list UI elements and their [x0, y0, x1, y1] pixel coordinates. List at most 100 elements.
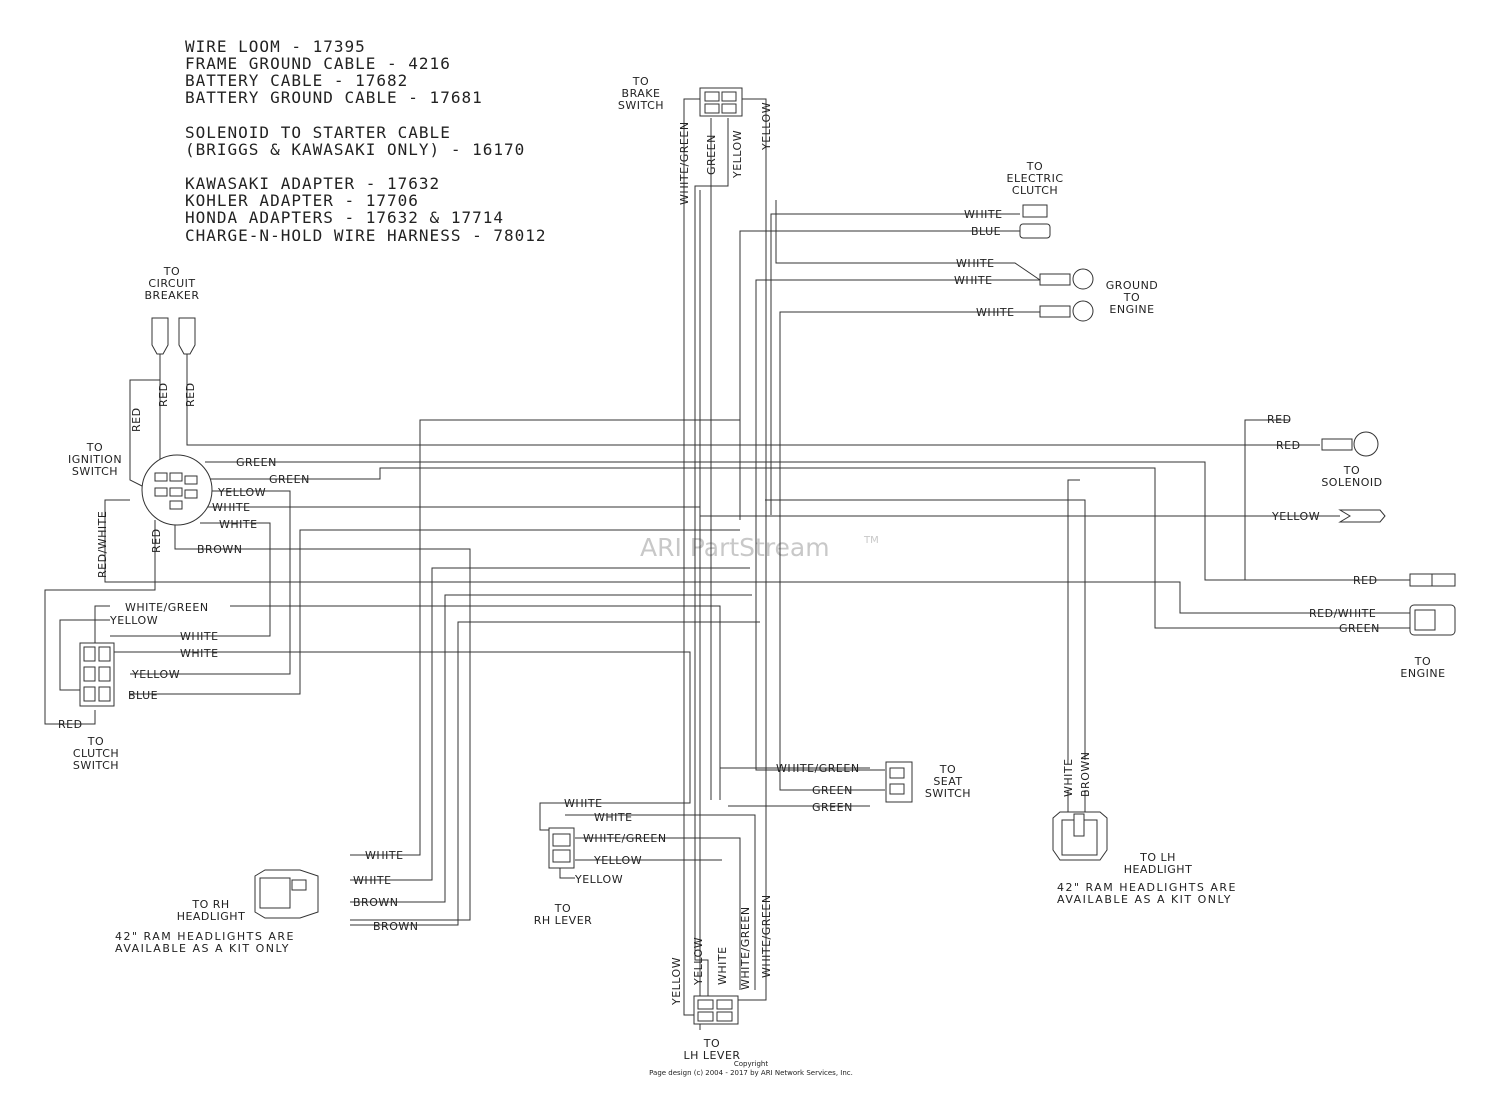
wire-label: YELLOW — [760, 102, 773, 151]
wire-label: GREEN — [705, 134, 718, 175]
part-charge-n-hold-harness: CHARGE-N-HOLD WIRE HARNESS - 78012 — [185, 226, 547, 245]
svg-text:SEAT: SEAT — [933, 775, 962, 788]
wire-label: WHITE — [976, 306, 1015, 319]
wire-label: RED — [1267, 413, 1292, 426]
caption-rh-headlight: TO RH HEADLIGHT — [177, 898, 245, 923]
part-battery-cable: BATTERY CABLE - 17682 — [185, 71, 408, 90]
copyright-line1: Copyright — [734, 1060, 768, 1068]
lh-headlight-note: 42" RAM HEADLIGHTS ARE AVAILABLE AS A KI… — [1057, 881, 1237, 906]
wire-label: YELLOW — [670, 957, 683, 1006]
svg-text:GROUND: GROUND — [1106, 279, 1159, 292]
circuit-breaker-terminals — [151, 317, 196, 355]
svg-text:CIRCUIT: CIRCUIT — [148, 277, 195, 290]
wire-label: WHITE/GREEN — [125, 601, 209, 614]
svg-text:CLUTCH: CLUTCH — [1012, 184, 1058, 197]
wire-label: RED — [157, 382, 170, 407]
svg-text:TO: TO — [703, 1037, 720, 1050]
seat-switch-connector — [885, 761, 913, 803]
caption-clutch-switch: TO CLUTCH SWITCH — [73, 735, 119, 772]
part-kawasaki-adapter: KAWASAKI ADAPTER - 17632 — [185, 174, 440, 193]
wire-label: WHITE — [594, 811, 633, 824]
wire-label: WHITE — [180, 647, 219, 660]
lh-headlight-connector — [1052, 811, 1108, 861]
wire-label: WHITE — [219, 518, 258, 531]
svg-text:SWITCH: SWITCH — [73, 759, 119, 772]
wire-label: WHITE/GREEN — [760, 894, 773, 978]
svg-text:RH LEVER: RH LEVER — [534, 914, 593, 927]
brake-switch-connector — [699, 87, 743, 117]
svg-text:IGNITION: IGNITION — [68, 453, 122, 466]
svg-text:TO: TO — [1414, 655, 1431, 668]
wire-label: RED — [1276, 439, 1301, 452]
wire-label: YELLOW — [593, 854, 642, 867]
caption-electric-clutch: TO ELECTRIC CLUTCH — [1007, 160, 1064, 197]
watermark-tm: TM — [863, 535, 879, 546]
electric-clutch-connector — [1019, 204, 1051, 239]
svg-text:TO: TO — [632, 75, 649, 88]
svg-text:ENGINE: ENGINE — [1400, 667, 1445, 680]
wire-labels-vertical: WHITE/GREEN GREEN YELLOW YELLOW RED RED … — [96, 102, 1092, 1006]
caption-ignition-switch: TO IGNITION SWITCH — [68, 441, 122, 478]
parts-list: WIRE LOOM - 17395 FRAME GROUND CABLE - 4… — [185, 37, 547, 245]
ignition-switch-connector — [141, 454, 213, 526]
wire-label: GREEN — [1339, 622, 1380, 635]
svg-text:TO: TO — [1343, 464, 1360, 477]
wire-label: WHITE — [212, 501, 251, 514]
svg-text:ELECTRIC: ELECTRIC — [1007, 172, 1064, 185]
watermark: ARI PartStream — [640, 533, 830, 562]
wire-label: YELLOW — [692, 937, 705, 986]
wire-label: BROWN — [353, 896, 398, 909]
wire-label: RED — [58, 718, 83, 731]
part-frame-ground-cable: FRAME GROUND CABLE - 4216 — [185, 54, 451, 73]
svg-text:TO: TO — [554, 902, 571, 915]
solenoid-terminal — [1321, 431, 1379, 457]
part-solenoid-starter-cable-note: (BRIGGS & KAWASAKI ONLY) - 16170 — [185, 140, 525, 159]
wire-label: RED — [184, 382, 197, 407]
svg-text:TO: TO — [163, 265, 180, 278]
lh-lever-connector — [693, 995, 739, 1025]
svg-text:TO: TO — [87, 735, 104, 748]
wire-label: YELLOW — [217, 486, 266, 499]
svg-text:CLUTCH: CLUTCH — [73, 747, 119, 760]
ground-to-engine-terminals — [1039, 268, 1094, 322]
part-kohler-adapter: KOHLER ADAPTER - 17706 — [185, 191, 419, 210]
wire-label: BROWN — [1079, 752, 1092, 797]
svg-text:42" RAM HEADLIGHTS ARE: 42" RAM HEADLIGHTS ARE — [1057, 881, 1237, 894]
engine-connector — [1409, 573, 1456, 636]
wire-label: WHITE/GREEN — [678, 121, 691, 205]
rh-lever-connector — [548, 827, 575, 869]
wire-label: WHITE/GREEN — [739, 906, 752, 990]
wire-label: GREEN — [269, 473, 310, 486]
wire-label: RED — [1353, 574, 1378, 587]
wire-label: RED/WHITE — [1309, 607, 1376, 620]
svg-text:SWITCH: SWITCH — [925, 787, 971, 800]
svg-text:BREAKER: BREAKER — [145, 289, 200, 302]
svg-text:SOLENOID: SOLENOID — [1321, 476, 1382, 489]
wire-label: RED — [130, 407, 143, 432]
svg-text:SWITCH: SWITCH — [72, 465, 118, 478]
copyright-line2: Page design (c) 2004 - 2017 by ARI Netwo… — [649, 1069, 853, 1077]
wire-label: YELLOW — [731, 130, 744, 179]
wire-label: WHITE — [564, 797, 603, 810]
wire-label: GREEN — [236, 456, 277, 469]
svg-text:ENGINE: ENGINE — [1109, 303, 1154, 316]
caption-lh-headlight: TO LH HEADLIGHT — [1124, 851, 1192, 876]
svg-text:TO: TO — [86, 441, 103, 454]
wire-label: YELLOW — [574, 873, 623, 886]
wire-label: WHITE — [954, 274, 993, 287]
wire-label: BROWN — [197, 543, 242, 556]
svg-text:TO: TO — [1026, 160, 1043, 173]
svg-text:TO LH: TO LH — [1139, 851, 1176, 864]
part-battery-ground-cable: BATTERY GROUND CABLE - 17681 — [185, 88, 483, 107]
svg-text:TO: TO — [939, 763, 956, 776]
wire-label: WHITE — [956, 257, 995, 270]
wire-label: YELLOW — [109, 614, 158, 627]
svg-text:SWITCH: SWITCH — [618, 99, 664, 112]
svg-text:TO: TO — [1123, 291, 1140, 304]
wire-label: WHITE — [353, 874, 392, 887]
wire-label: WHITE — [716, 946, 729, 985]
caption-seat-switch: TO SEAT SWITCH — [925, 763, 971, 800]
wire-labels: WHITE BLUE WHITE WHITE WHITE GREEN GREEN… — [58, 208, 1380, 933]
caption-engine: TO ENGINE — [1400, 655, 1445, 680]
wire-label: WHITE — [365, 849, 404, 862]
